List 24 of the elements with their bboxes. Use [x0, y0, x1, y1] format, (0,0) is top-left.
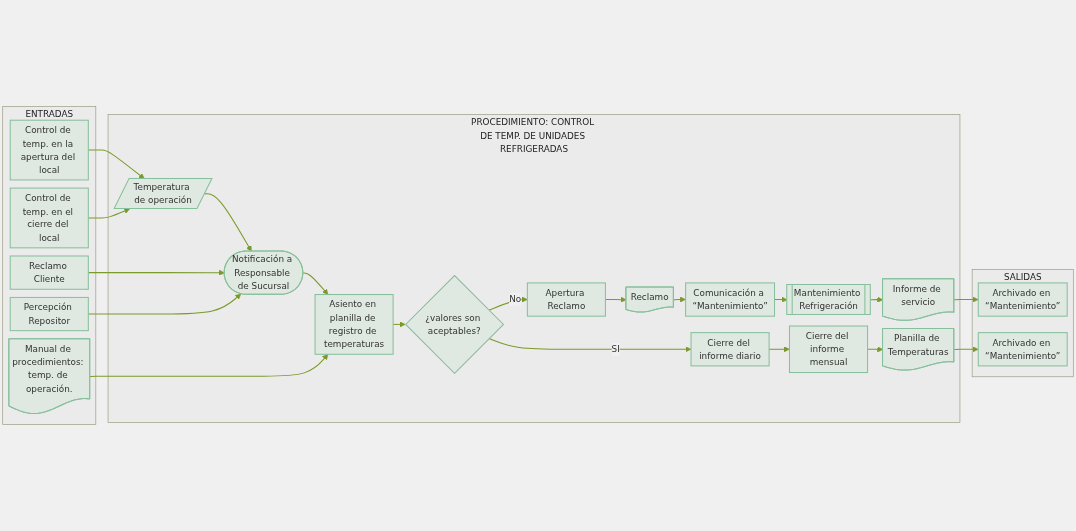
arrow — [89, 354, 329, 378]
node-box: Cierre del informe mensual — [788, 325, 869, 374]
arrow — [488, 338, 692, 353]
node-box: Percepción Repositor — [9, 296, 89, 332]
arrow — [673, 296, 686, 303]
node-box: Archivado en “Mantenimiento” — [977, 282, 1068, 317]
edge-label: No — [509, 294, 522, 305]
arrow — [774, 296, 788, 303]
node-box: Control de temp. en la apertura del local — [9, 119, 89, 181]
arrow — [867, 346, 884, 353]
arrow — [302, 272, 329, 295]
node-box: Comunicación a “Mantenimiento” — [685, 282, 776, 317]
node-diamond: ¿valores son aceptables? — [404, 274, 505, 374]
node-box: Archivado en “Mantenimiento” — [977, 332, 1068, 367]
node-box: Cierre del informe diario — [690, 332, 770, 367]
arrow — [953, 296, 979, 303]
node-box: Apertura Reclamo — [526, 282, 606, 317]
arrow — [870, 296, 884, 303]
node-box: Reclamo Cliente — [9, 255, 89, 290]
node-box: Control de temp. en el cierre del local — [9, 187, 89, 249]
edge-label: SI — [611, 344, 620, 355]
node-box: Asiento en planilla de registro de temperaturas — [314, 294, 394, 355]
arrow — [953, 346, 979, 353]
arrow — [204, 193, 252, 252]
